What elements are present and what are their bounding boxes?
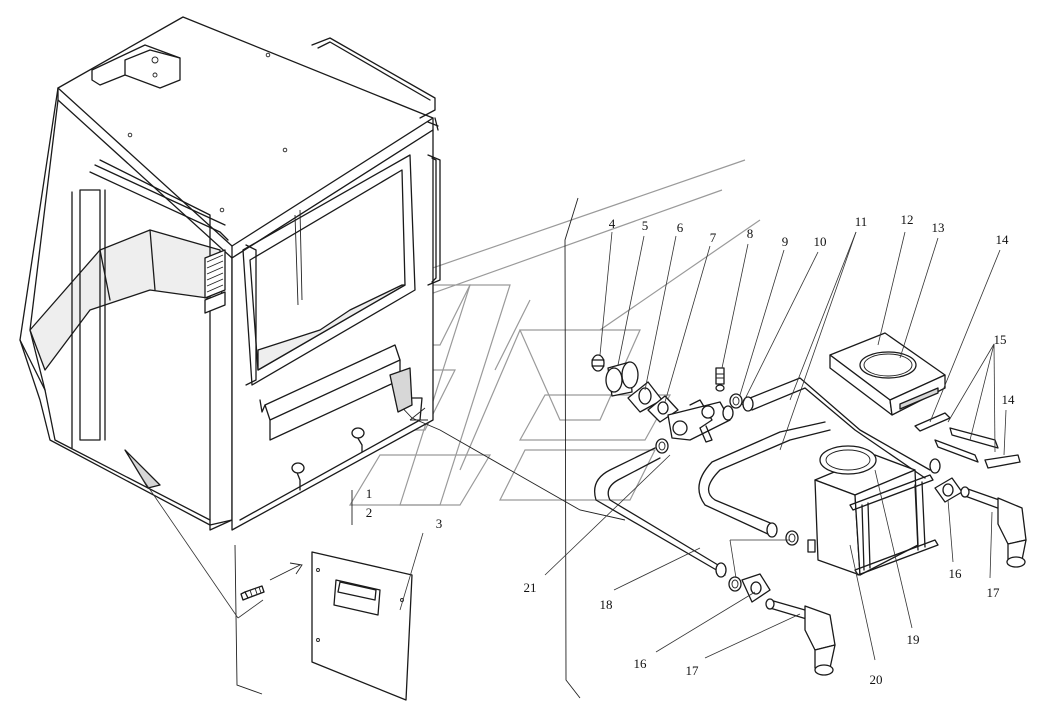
callout-16-lower: 16 bbox=[633, 656, 647, 671]
callout-9: 9 bbox=[781, 234, 789, 249]
callout-14-right: 14 bbox=[1001, 392, 1015, 407]
seal-strips bbox=[914, 412, 1021, 469]
callout-17-right: 17 bbox=[986, 585, 1000, 600]
callout-14-top: 14 bbox=[995, 232, 1009, 247]
callout-8: 8 bbox=[746, 226, 754, 241]
callout-4: 4 bbox=[608, 216, 616, 231]
heater-valve-assembly bbox=[591, 354, 941, 578]
cab-assembly bbox=[19, 16, 441, 531]
callout-5: 5 bbox=[641, 218, 649, 233]
frame-part-19 bbox=[849, 474, 939, 576]
filter-box-part-12 bbox=[829, 332, 946, 416]
callout-20: 20 bbox=[869, 672, 883, 687]
callout-12: 12 bbox=[900, 212, 914, 227]
callout-15: 15 bbox=[993, 332, 1007, 347]
callout-7: 7 bbox=[709, 230, 717, 245]
elbow-fitting-lower bbox=[765, 598, 836, 676]
divider-lines bbox=[234, 197, 581, 699]
gaskets-lower bbox=[728, 530, 799, 603]
callout-1: 1 bbox=[365, 486, 373, 501]
callout-16-right: 16 bbox=[948, 566, 962, 581]
callout-17-lower: 17 bbox=[685, 663, 699, 678]
leader-lines bbox=[139, 231, 1007, 661]
callout-11: 11 bbox=[854, 214, 868, 229]
callout-10: 10 bbox=[813, 234, 827, 249]
callout-2: 2 bbox=[365, 505, 373, 520]
callout-19: 19 bbox=[906, 632, 920, 647]
callout-13: 13 bbox=[931, 220, 945, 235]
callout-21: 21 bbox=[523, 580, 537, 595]
heater-core-part-20 bbox=[807, 445, 919, 576]
callout-6: 6 bbox=[676, 220, 684, 235]
watermark-logo bbox=[314, 159, 761, 506]
callout-3: 3 bbox=[435, 516, 443, 531]
bolt-part-2 bbox=[240, 562, 303, 601]
cover-plate-part-3 bbox=[311, 551, 413, 701]
direction-lines bbox=[389, 367, 626, 521]
callout-18: 18 bbox=[599, 597, 613, 612]
elbow-fitting-right bbox=[934, 477, 1027, 568]
